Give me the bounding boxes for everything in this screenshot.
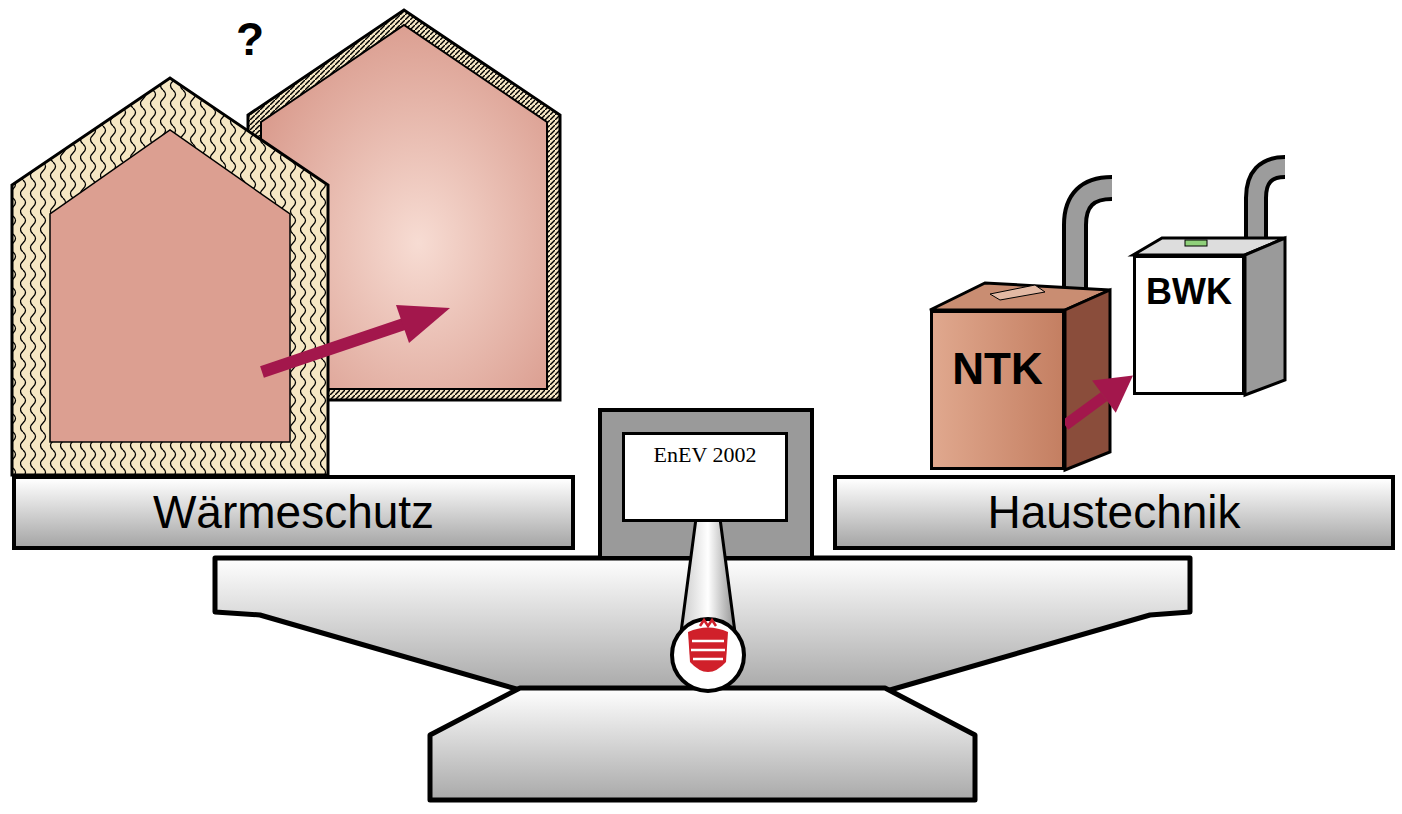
question-mark: ?: [236, 12, 264, 66]
display-window: EnEV 2002: [622, 432, 788, 522]
ntk-boiler: NTK: [930, 310, 1065, 470]
house-arrow: [262, 305, 450, 372]
pan-band: Wärmeschutz: [12, 475, 575, 550]
node-text: BWK: [1146, 272, 1232, 312]
bwk-boiler: BWK: [1133, 255, 1245, 395]
house-thick-insulation: [12, 78, 328, 475]
node-text: Haustechnik: [987, 487, 1240, 538]
arrowhead: [1092, 375, 1133, 412]
arrow-shaft: [1065, 397, 1104, 426]
node-text: EnEV 2002: [654, 443, 757, 467]
coat-of-arms: [672, 619, 744, 691]
connector-arrow: [1065, 375, 1133, 425]
node-text: Wärmeschutz: [153, 487, 434, 538]
pan-band: Haustechnik: [833, 475, 1395, 550]
node-text: NTK: [952, 345, 1042, 393]
scale-base: [430, 688, 975, 800]
bwk-boiler-body: [1133, 167, 1285, 395]
ntk-boiler-body: [930, 188, 1112, 470]
